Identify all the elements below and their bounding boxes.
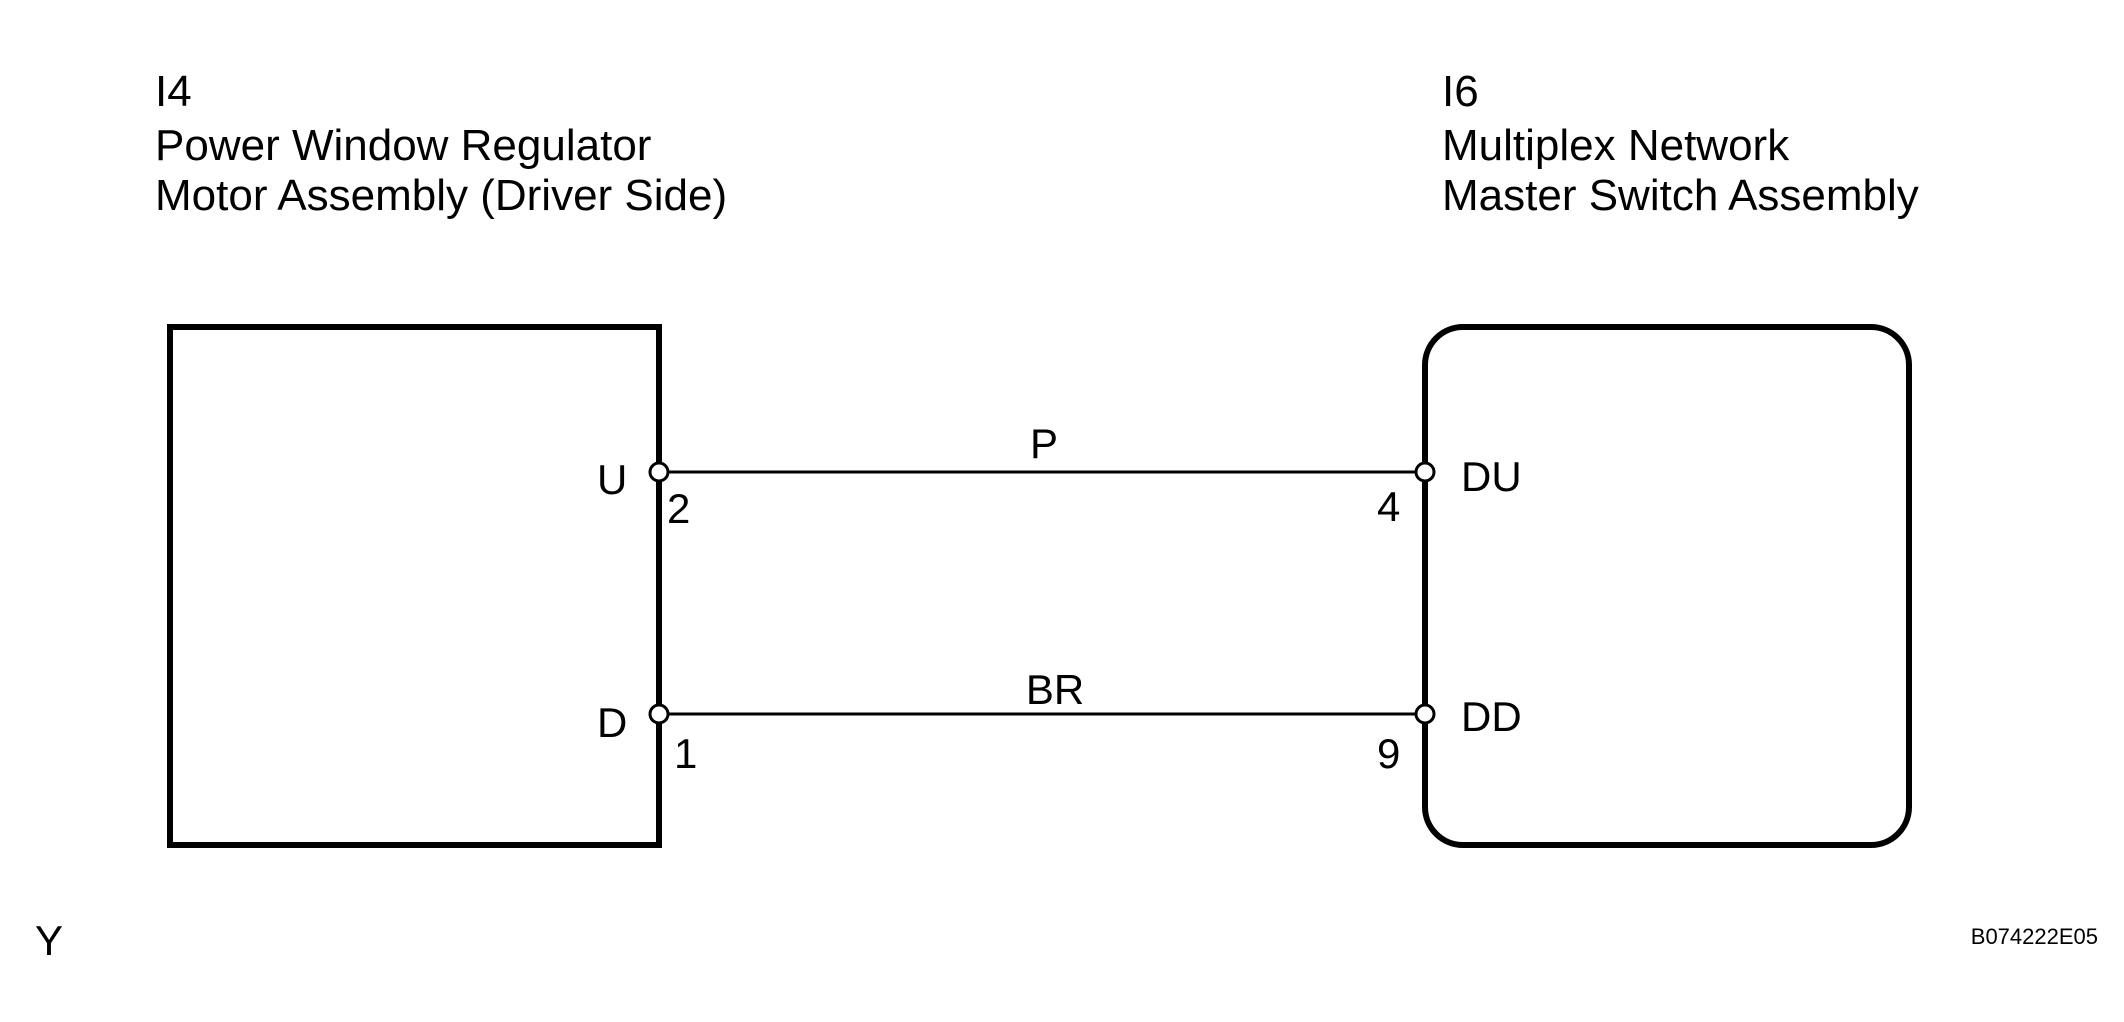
left-pin-2: 1: [674, 730, 697, 777]
right-component-name-line1: Multiplex Network: [1442, 121, 1790, 170]
figure-id: B074222E05: [1971, 924, 2098, 949]
right-component-name-line2: Master Switch Assembly: [1442, 171, 1919, 220]
left-terminal-2-circle: [648, 703, 670, 725]
corner-mark: Y: [35, 917, 63, 964]
right-terminal-2-label: DD: [1461, 693, 1522, 740]
right-terminal-2-circle: [1414, 703, 1436, 725]
right-terminal-1-circle: [1414, 461, 1436, 483]
right-component-box: [1422, 324, 1912, 848]
left-terminal-1-circle: [648, 461, 670, 483]
left-component-name-line1: Power Window Regulator: [155, 121, 651, 170]
wire-2-color: BR: [1026, 666, 1084, 713]
right-component-code: I6: [1442, 67, 1479, 116]
left-terminal-1-label: U: [597, 456, 627, 503]
left-pin-1: 2: [667, 485, 690, 532]
left-component-name-line2: Motor Assembly (Driver Side): [155, 171, 727, 220]
left-component-box: [167, 324, 662, 848]
right-terminal-1-label: DU: [1461, 453, 1522, 500]
left-terminal-2-label: D: [597, 699, 627, 746]
right-pin-2: 9: [1377, 730, 1400, 777]
wire-1-color: P: [1030, 420, 1058, 467]
right-pin-1: 4: [1377, 483, 1400, 530]
left-component-code: I4: [155, 67, 192, 116]
